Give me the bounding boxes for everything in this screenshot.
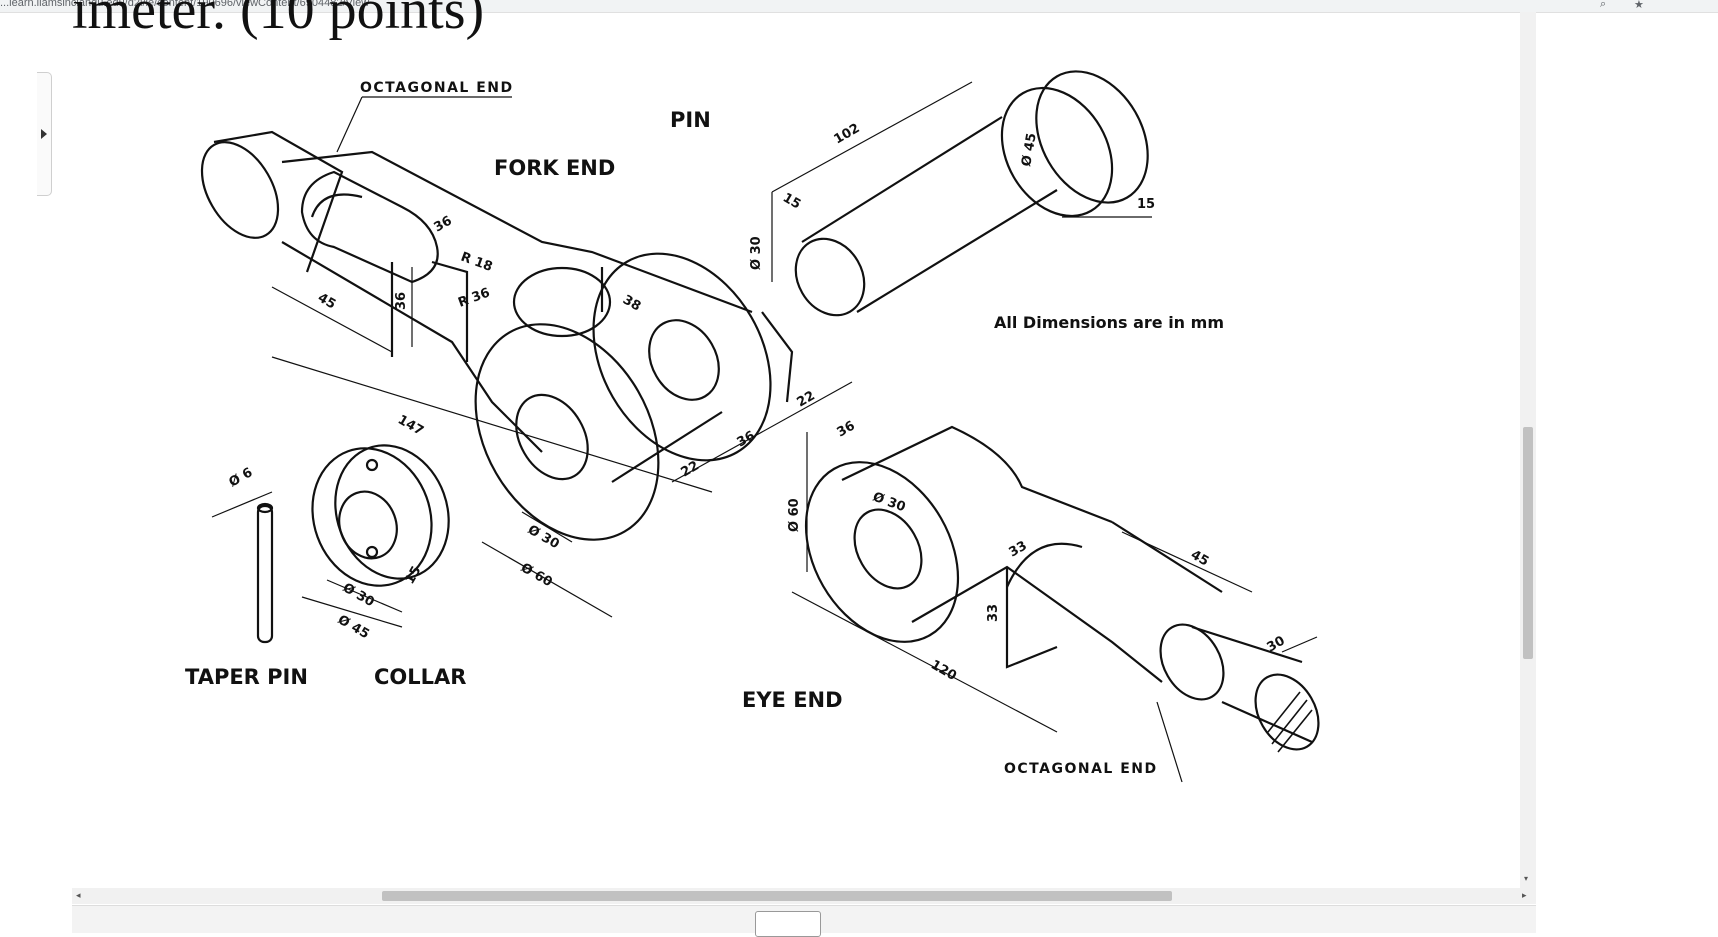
browser-address-bar[interactable]: ...learn.ilamsinciandu.edu/d2l/le/conten…: [0, 0, 1718, 13]
dim-fork-22b: 22: [795, 388, 818, 410]
dim-fork-22a: 22: [679, 458, 702, 480]
dim-eye-120: 120: [928, 657, 959, 684]
title-pin: PIN: [670, 108, 711, 132]
hatched-section: [1267, 691, 1313, 753]
dim-pin-15a: 15: [780, 190, 803, 212]
title-collar: COLLAR: [374, 665, 466, 689]
title-eye-end: EYE END: [742, 688, 843, 712]
chevron-right-icon: [41, 129, 47, 139]
horizontal-scrollbar-thumb[interactable]: [382, 891, 1172, 901]
label-octagonal-end-top: OCTAGONAL END: [360, 80, 514, 96]
pin-part: [794, 70, 1149, 317]
search-icon[interactable]: ⌕: [1600, 0, 1607, 10]
dim-fork-36b: 36: [735, 428, 758, 450]
dim-collar-d45: Ø 45: [335, 612, 372, 642]
note-dimensions: All Dimensions are in mm: [994, 313, 1224, 332]
scroll-left-arrow-icon[interactable]: ◂: [76, 890, 81, 900]
question-heading: imeter. (10 points): [72, 0, 485, 41]
dim-taper-d6: Ø 6: [227, 465, 256, 490]
vertical-scrollbar[interactable]: ▾: [1520, 12, 1536, 892]
url-text[interactable]: ...learn.ilamsinciandu.edu/d2l/le/conten…: [0, 0, 370, 9]
label-octagonal-end-bottom: OCTAGONAL END: [1004, 761, 1158, 777]
title-taper-pin: TAPER PIN: [185, 665, 308, 689]
dim-fork-d30: Ø 30: [525, 522, 562, 552]
dim-fork-36-top: 36: [432, 213, 455, 235]
dim-pin-15b: 15: [1137, 197, 1155, 212]
taper-pin-part: [256, 502, 274, 644]
star-icon[interactable]: ★: [1634, 0, 1644, 11]
page-number-input[interactable]: [755, 911, 821, 937]
dim-fork-r36: R 36: [456, 285, 492, 310]
document-viewer-toolbar: [72, 905, 1536, 937]
horizontal-scrollbar[interactable]: ◂ ▸: [72, 888, 1536, 904]
dim-collar-15: 15: [402, 564, 424, 587]
title-fork-end: FORK END: [494, 156, 615, 180]
dim-fork-45: 45: [315, 290, 338, 312]
dim-eye-33b: 33: [986, 604, 1001, 622]
scroll-right-arrow-icon[interactable]: ▸: [1522, 890, 1527, 900]
scroll-down-arrow-icon[interactable]: ▾: [1524, 874, 1529, 883]
dim-pin-d30: Ø 30: [749, 236, 764, 270]
dim-eye-36: 36: [835, 418, 858, 440]
collar-part: [311, 444, 450, 587]
dim-eye-d60: Ø 60: [787, 498, 802, 532]
dim-fork-147: 147: [395, 412, 426, 439]
eye-end-part: [804, 425, 1320, 751]
fork-end-part: [200, 130, 794, 541]
vertical-scrollbar-thumb[interactable]: [1523, 427, 1533, 659]
sidebar-toggle-button[interactable]: [37, 72, 52, 196]
dim-pin-d45: Ø 45: [1019, 132, 1040, 168]
engineering-drawing: OCTAGONAL END PIN FORK END All Dimension…: [185, 70, 1320, 783]
dim-fork-36-side: 36: [394, 292, 409, 310]
dim-pin-102: 102: [832, 121, 863, 148]
dim-fork-38: 38: [620, 292, 643, 314]
dim-eye-45: 45: [1188, 547, 1211, 569]
dim-fork-d60: Ø 60: [518, 560, 555, 590]
